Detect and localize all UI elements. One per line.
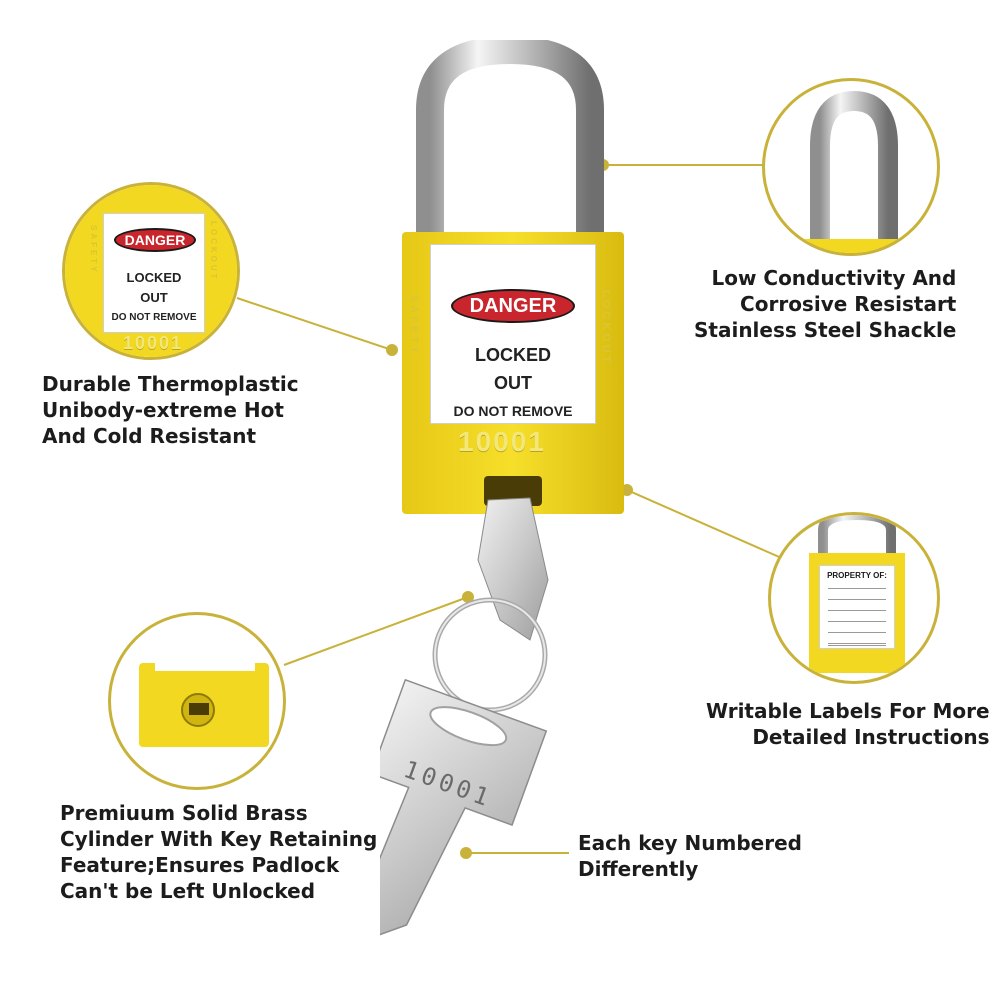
leader-labels: [626, 489, 787, 561]
inset-number: 10001: [123, 333, 184, 353]
danger-sign: DANGER: [451, 289, 575, 323]
inset-out-text: OUT: [140, 290, 168, 305]
inset-cylinder-circle: [108, 612, 286, 790]
loose-key: [380, 678, 548, 940]
shackle-closeup: [795, 90, 913, 253]
property-title: PROPERTY OF:: [827, 571, 887, 580]
main-danger-label: DANGER LOCKED OUT DO NOT REMOVE: [430, 244, 596, 424]
inset-danger-sign: DANGER: [114, 228, 196, 252]
inset-side-right: LOCKOUT: [209, 221, 218, 282]
inset-property-circle: PROPERTY OF:: [768, 512, 940, 684]
inset-label-circle: DANGER LOCKED OUT DO NOT REMOVE 10001 SA…: [62, 182, 240, 360]
lock-number: 10001: [458, 426, 546, 457]
out-text: OUT: [494, 373, 532, 393]
leader-body: [236, 297, 393, 351]
side-text-right: LOCKOUT: [600, 290, 612, 366]
feature-key-text: Each key Numbered Differently: [578, 831, 802, 881]
do-not-remove-text: DO NOT REMOVE: [453, 403, 573, 419]
feature-labels-text: Writable Labels For More Detailed Instru…: [706, 699, 990, 749]
inset-danger-label: DANGER LOCKED OUT DO NOT REMOVE: [103, 213, 205, 333]
side-text-left: SAFETY: [408, 295, 420, 357]
padlock-illustration: [380, 40, 624, 940]
feature-shackle-text: Low Conductivity And Corrosive Resistart…: [694, 266, 957, 342]
shackle: [416, 40, 604, 235]
feature-cylinder-text: Premiuum Solid Brass Cylinder With Key R…: [60, 801, 378, 903]
inset-locked-text: LOCKED: [126, 270, 182, 285]
feature-body-text: Durable Thermoplastic Unibody-extreme Ho…: [42, 372, 299, 448]
inset-do-not-remove: DO NOT REMOVE: [111, 312, 197, 323]
locked-text: LOCKED: [475, 345, 551, 365]
key-blade-in-lock: [477, 497, 549, 641]
inset-side-left: SAFETY: [89, 225, 98, 275]
inset-shackle-circle: [762, 78, 940, 256]
property-label: PROPERTY OF:: [819, 565, 895, 649]
